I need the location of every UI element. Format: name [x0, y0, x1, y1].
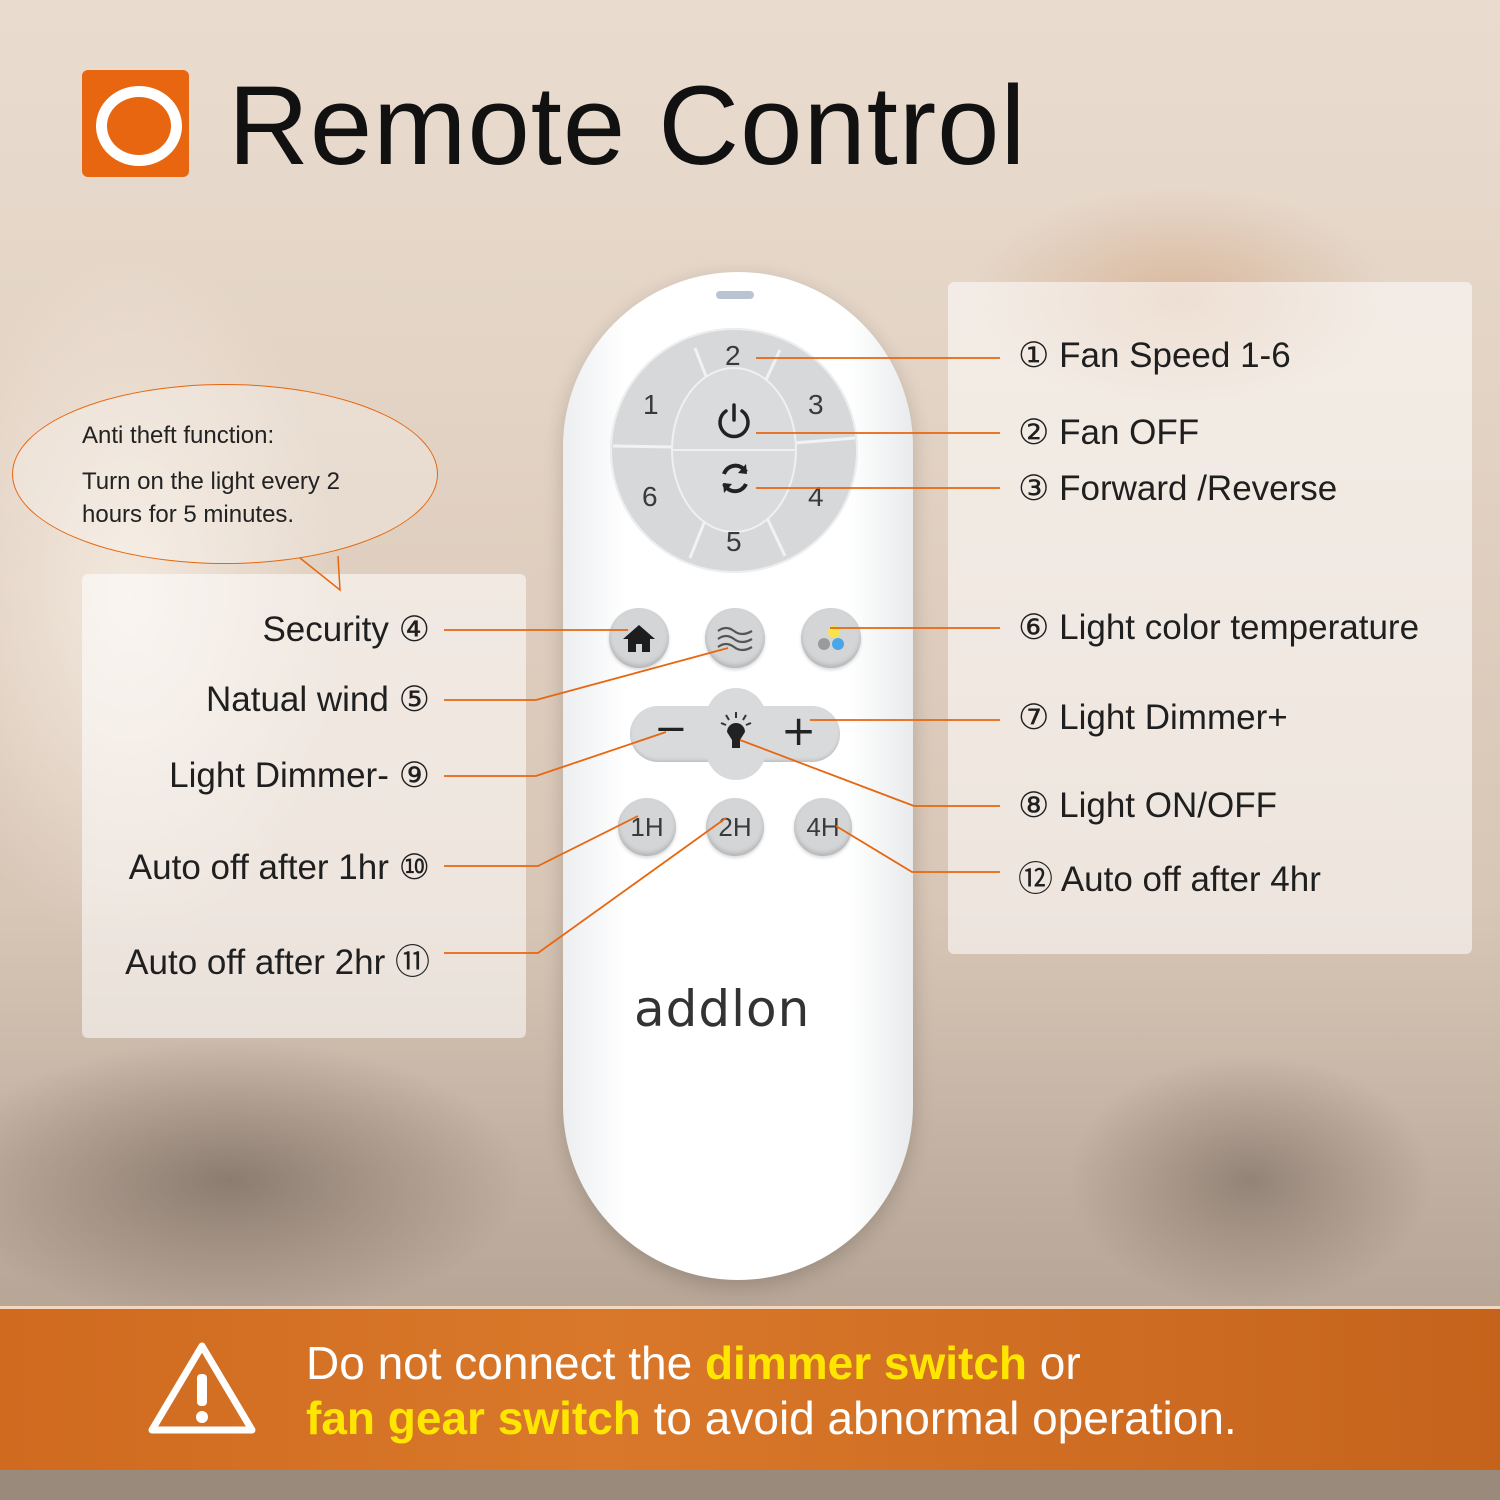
label-dimmer-minus: Light Dimmer- ⑨ — [169, 756, 430, 796]
power-icon[interactable] — [714, 400, 754, 440]
speed-3-button[interactable]: 3 — [808, 389, 824, 420]
label-security: Security ④ — [262, 610, 430, 650]
color-temperature-icon — [818, 626, 844, 650]
anti-theft-heading: Anti theft function: — [82, 422, 275, 449]
label-natural-wind: Natual wind ⑤ — [205, 680, 430, 720]
dimmer-minus-button[interactable]: − — [654, 706, 688, 752]
natural-wind-button[interactable] — [705, 608, 765, 668]
brand-logo: addlon — [634, 980, 811, 1038]
anti-theft-bubble — [12, 384, 438, 564]
warning-banner — [0, 1306, 1500, 1473]
label-fan-speed: ① Fan Speed 1-6 — [1018, 336, 1291, 376]
anti-theft-line1: Turn on the light every 2 — [82, 468, 340, 496]
bottom-strip — [0, 1470, 1500, 1500]
home-icon — [623, 625, 655, 652]
led-indicator — [716, 291, 754, 299]
security-button[interactable] — [609, 608, 669, 668]
logo-icon — [82, 70, 189, 177]
left-label-panel — [82, 574, 526, 1038]
page-title: Remote Control — [228, 63, 1027, 188]
label-forward-reverse: ③ Forward /Reverse — [1018, 469, 1338, 509]
label-color-temperature: ⑥ Light color temperature — [1018, 608, 1420, 648]
speed-6-button[interactable]: 6 — [642, 481, 658, 512]
speed-1-button[interactable]: 1 — [643, 389, 659, 420]
anti-theft-text: Anti theft function: Turn on the light e… — [82, 420, 340, 531]
label-light-on-off: ⑧ Light ON/OFF — [1018, 786, 1277, 826]
speed-2-button[interactable]: 2 — [725, 340, 741, 371]
timer-1h-button[interactable]: 1H — [618, 798, 676, 856]
bulb-icon — [718, 710, 754, 750]
wind-icon — [717, 626, 753, 652]
color-temperature-button[interactable] — [801, 608, 861, 668]
timer-2h-button[interactable]: 2H — [706, 798, 764, 856]
label-auto-off-1hr: Auto off after 1hr ⑩ — [128, 848, 430, 888]
fan-speed-dial[interactable] — [610, 328, 858, 573]
label-auto-off-4hr: ⑫ Auto off after 4hr — [1018, 860, 1321, 900]
label-auto-off-2hr: Auto off after 2hr ⑪ — [125, 943, 430, 983]
warning-icon — [146, 1340, 258, 1436]
reverse-icon[interactable] — [716, 460, 754, 498]
right-label-panel — [948, 282, 1472, 954]
dimmer-plus-button[interactable]: + — [781, 706, 817, 755]
timer-4h-button[interactable]: 4H — [794, 798, 852, 856]
speed-5-button[interactable]: 5 — [726, 526, 742, 557]
label-dimmer-plus: ⑦ Light Dimmer+ — [1018, 698, 1288, 738]
warning-text: Do not connect the dimmer switch or fan … — [306, 1337, 1237, 1444]
anti-theft-line2: hours for 5 minutes. — [82, 500, 295, 528]
label-fan-off: ② Fan OFF — [1018, 413, 1200, 453]
